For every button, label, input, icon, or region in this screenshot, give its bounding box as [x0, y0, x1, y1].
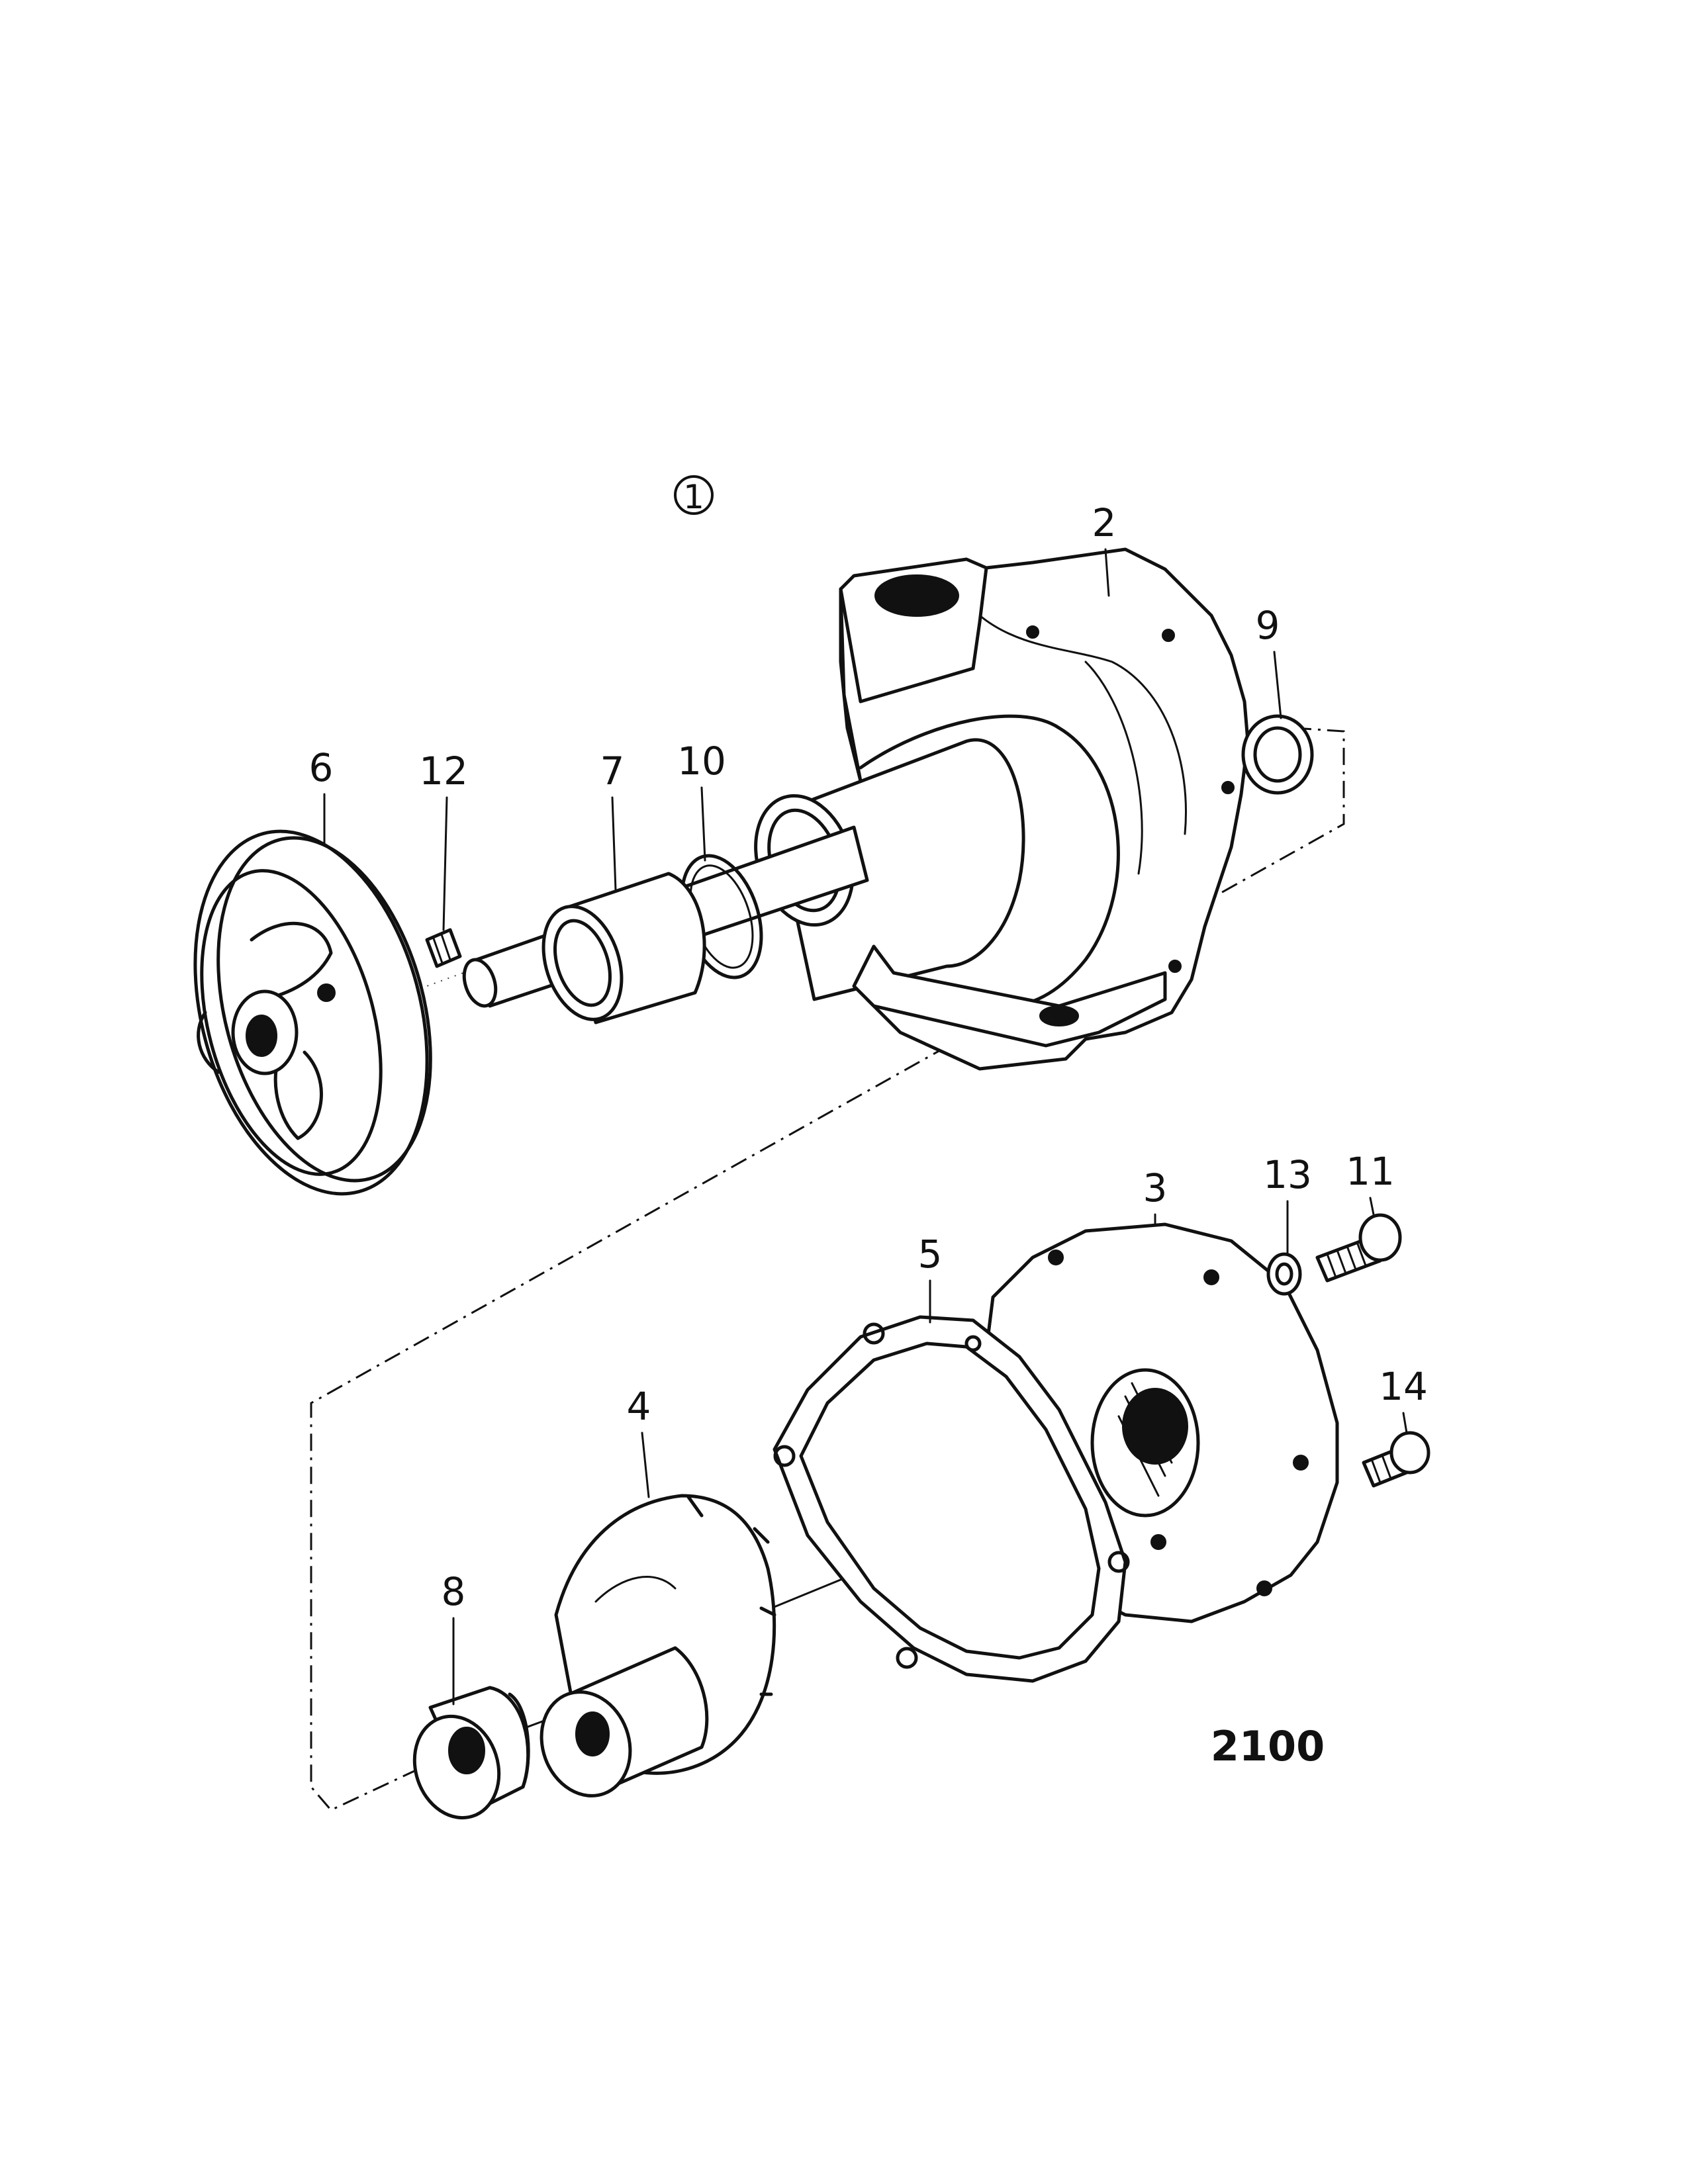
sealing-ring-part-9	[1241, 714, 1314, 795]
callout-13: 13	[1263, 1152, 1312, 1197]
assembly-marker-number: 1	[683, 478, 704, 516]
screw-part-14	[1362, 1431, 1430, 1488]
figure-code: 2100	[1211, 1722, 1325, 1770]
callout-6: 6	[309, 745, 334, 790]
callout-leader-lines	[323, 548, 1408, 1706]
callout-2: 2	[1092, 500, 1117, 545]
callout-12: 12	[419, 749, 468, 794]
set-screw-part-12	[425, 928, 462, 968]
callout-8: 8	[442, 1569, 466, 1614]
callout-5: 5	[918, 1232, 943, 1277]
impeller-part-4	[539, 1494, 776, 1797]
bearing-part-7	[541, 872, 706, 1024]
assembly-boundary-line	[310, 727, 1345, 1811]
shaft-seal-part-8	[412, 1686, 530, 1820]
pump-housing-part-2	[754, 547, 1250, 1071]
callout-10: 10	[677, 739, 726, 784]
callout-11: 11	[1346, 1149, 1395, 1194]
washer-part-13	[1266, 1252, 1302, 1296]
bolt-part-11	[1315, 1213, 1402, 1283]
callout-7: 7	[600, 749, 625, 794]
gasket-part-5	[773, 1315, 1130, 1683]
pulley-part-6	[193, 829, 432, 1196]
callout-4: 4	[627, 1384, 651, 1429]
assembly-marker: 1	[674, 475, 714, 516]
callout-3: 3	[1143, 1165, 1168, 1210]
callout-14: 14	[1379, 1364, 1428, 1409]
callout-labels: 2 9 6 12 7 10 13 11 3 5 14 4 8	[309, 500, 1428, 1614]
callout-9: 9	[1256, 603, 1280, 648]
